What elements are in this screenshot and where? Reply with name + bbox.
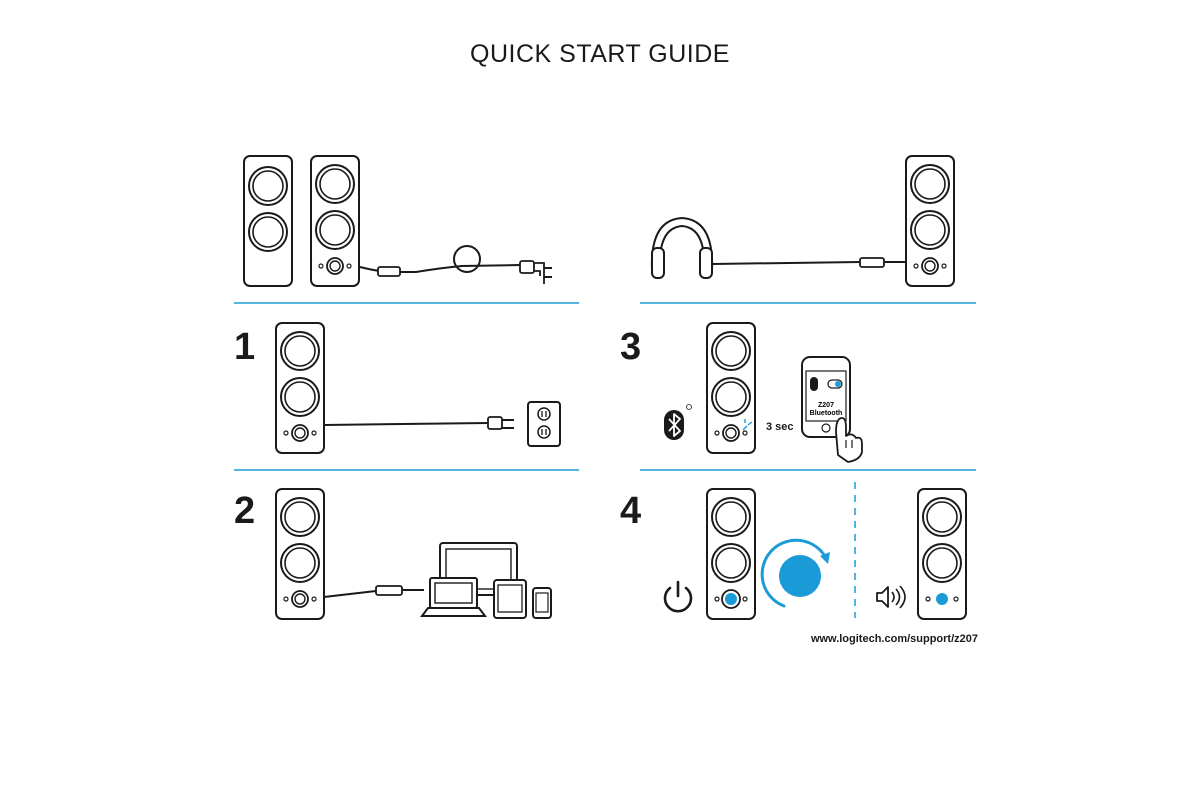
volume-knob-icon [760, 538, 830, 608]
support-url: www.logitech.com/support/z207 [810, 633, 978, 645]
phone-device-name: Z207 [818, 402, 834, 409]
step-number-4: 4 [620, 490, 642, 532]
page-title: QUICK START GUIDE [470, 40, 730, 68]
phone-bluetooth-settings: Z207 Bluetooth [801, 356, 851, 438]
step-number-3: 3 [620, 326, 642, 368]
step-number-2: 2 [234, 490, 256, 532]
power-icon [663, 580, 693, 613]
phone-device-label: Bluetooth [810, 410, 843, 417]
bluetooth-icon [664, 404, 692, 440]
box-contents-illustration [243, 155, 552, 287]
bluetooth-indicator-blink [742, 419, 753, 431]
step-4-illustration [663, 488, 967, 620]
headphones-illustration [650, 155, 955, 287]
step-number-1: 1 [234, 326, 256, 368]
volume-icon [876, 585, 906, 609]
tap-hand-icon [835, 417, 863, 463]
step-3-illustration: Z207 Bluetooth [664, 322, 863, 463]
section-dividers [234, 302, 976, 618]
step-2-illustration [275, 488, 552, 620]
hold-duration-label: 3 sec [766, 421, 794, 433]
step-1-illustration [275, 322, 561, 454]
